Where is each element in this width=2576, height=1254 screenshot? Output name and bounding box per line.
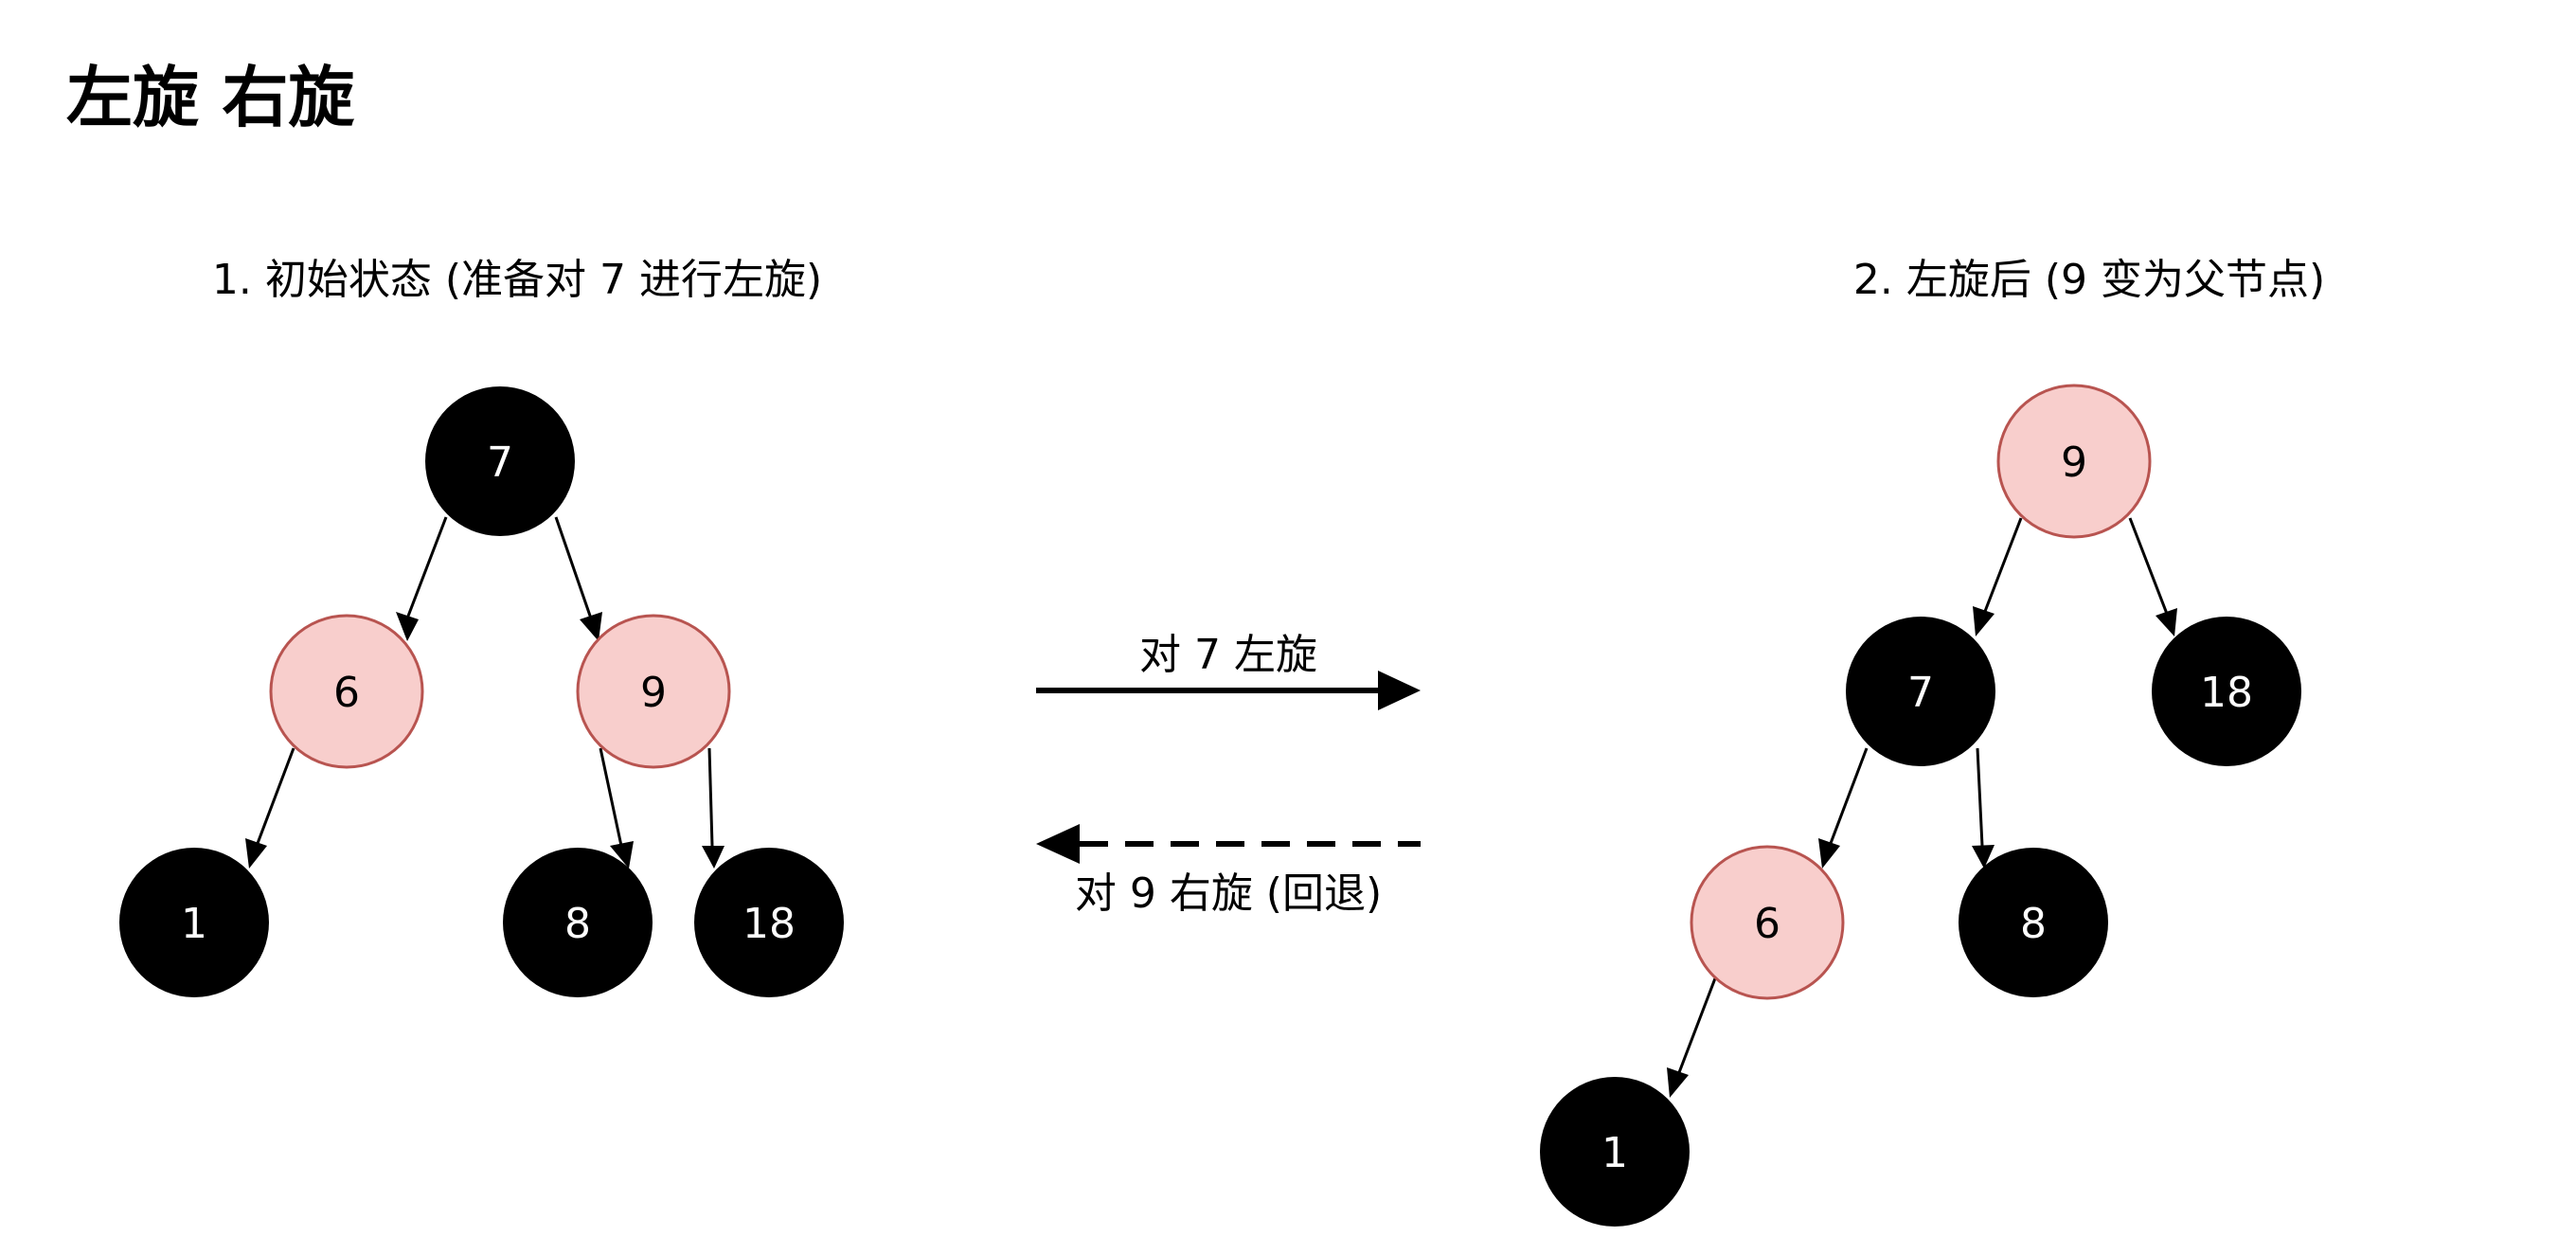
edge-left-7-6 — [405, 516, 448, 619]
left-tree-edges — [245, 516, 724, 869]
arrowhead — [610, 841, 634, 869]
node-label: 18 — [742, 900, 796, 948]
right-node-18: 18 — [2152, 617, 2301, 766]
right-tree-caption: 2. 左旋后 (9 变为父节点) — [1852, 256, 2326, 304]
right-node-6: 6 — [1690, 845, 1845, 1000]
left-node-8: 8 — [503, 848, 653, 997]
arrowhead — [396, 612, 419, 641]
arrowhead — [1667, 1067, 1689, 1098]
edge-right-6-1 — [1676, 977, 1717, 1076]
node-label: 18 — [2200, 669, 2253, 717]
left-node-18: 18 — [694, 848, 844, 997]
node-label: 1 — [1601, 1129, 1628, 1177]
right-node-8: 8 — [1959, 848, 2108, 997]
arrowhead — [245, 838, 267, 869]
right-tree-nodes: 9 7 18 6 8 1 — [1540, 384, 2301, 1227]
node-label: 7 — [487, 439, 513, 487]
edge-right-9-7 — [1982, 517, 2023, 615]
node-label: 9 — [2061, 439, 2087, 487]
left-tree-nodes: 7 6 9 1 8 18 — [119, 386, 844, 997]
edge-right-7-6 — [1828, 747, 1869, 847]
node-label: 8 — [2020, 900, 2047, 948]
arrowhead — [1818, 838, 1840, 869]
left-node-1: 1 — [119, 848, 269, 997]
right-node-9: 9 — [1996, 384, 2152, 539]
rotate-right-arrow — [1036, 824, 1421, 864]
node-label: 1 — [181, 900, 207, 948]
edge-left-6-1 — [255, 747, 295, 847]
arrowhead — [2156, 608, 2177, 636]
edge-right-7-8 — [1976, 747, 1984, 847]
node-label: 8 — [564, 900, 591, 948]
node-label: 9 — [640, 669, 667, 717]
arrowhead — [1972, 845, 1995, 869]
rotate-right-label: 对 9 右旋 (回退) — [1074, 869, 1383, 918]
right-node-1: 1 — [1540, 1077, 1690, 1227]
arrowhead — [1973, 606, 1995, 636]
edge-left-7-9 — [554, 516, 593, 619]
right-node-7: 7 — [1846, 617, 1995, 766]
left-node-9: 9 — [576, 614, 731, 769]
left-tree-caption: 1. 初始状态 (准备对 7 进行左旋) — [211, 256, 823, 304]
edge-left-9-8 — [599, 747, 623, 847]
rotate-left-arrow — [1036, 671, 1421, 710]
edge-right-9-18 — [2128, 517, 2169, 615]
arrowhead — [580, 612, 602, 641]
left-node-7: 7 — [425, 386, 575, 536]
node-label: 6 — [333, 669, 360, 717]
left-node-6: 6 — [269, 614, 424, 769]
node-label: 6 — [1754, 900, 1780, 948]
arrowhead — [702, 846, 724, 869]
edge-left-9-18 — [707, 747, 714, 847]
node-label: 7 — [1907, 669, 1934, 717]
page-title: 左旋 右旋 — [66, 59, 355, 136]
right-tree-edges — [1667, 517, 2177, 1098]
rotate-left-label: 对 7 左旋 — [1139, 631, 1317, 679]
